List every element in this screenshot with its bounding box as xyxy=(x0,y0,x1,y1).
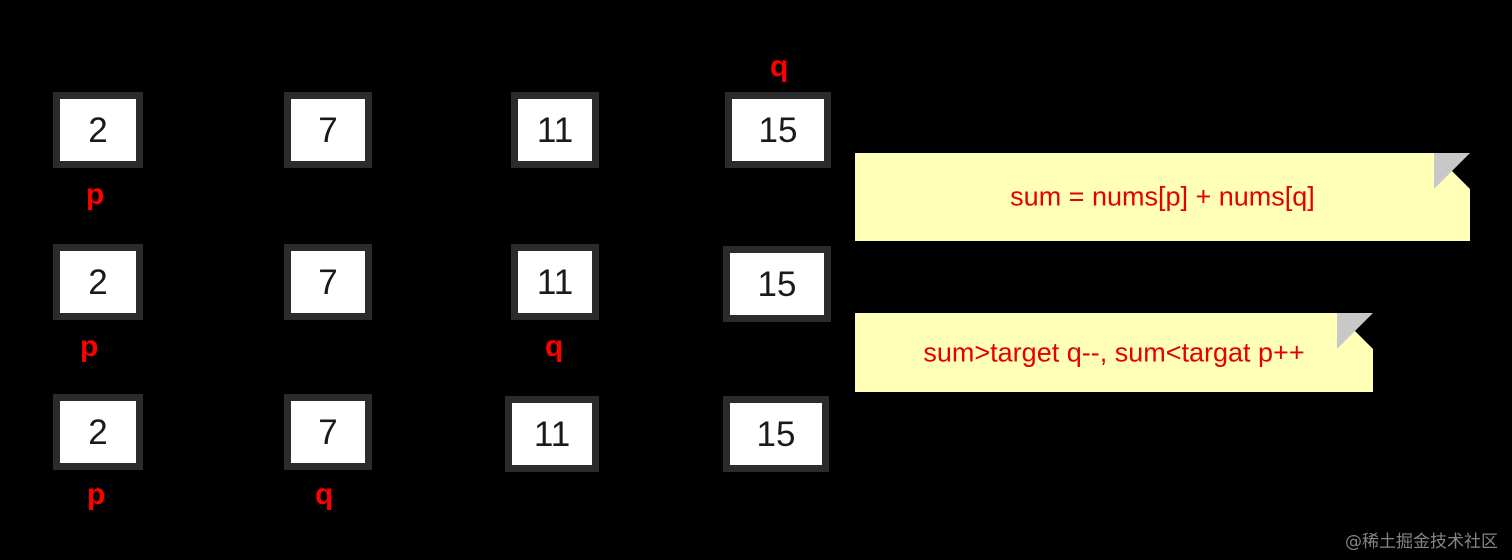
array-cell-value: 2 xyxy=(88,262,108,302)
watermark: @稀土掘金技术社区 xyxy=(1345,532,1498,552)
array-cell-value: 2 xyxy=(88,412,108,452)
array-cell: 11 xyxy=(511,92,599,168)
sticky-note-text: sum = nums[p] + nums[q] xyxy=(1010,181,1315,212)
array-cell: 7 xyxy=(284,394,372,470)
sticky-note-text: sum>target q--, sum<targat p++ xyxy=(923,337,1305,367)
array-cell-value: 7 xyxy=(318,262,338,302)
pointer-marker-p: p xyxy=(86,180,105,210)
sticky-note: sum>target q--, sum<targat p++ xyxy=(855,313,1376,395)
pointer-marker-q: q xyxy=(770,52,789,83)
array-cell: 15 xyxy=(725,92,831,168)
pointer-marker-q: q xyxy=(545,332,564,362)
array-cell: 7 xyxy=(284,92,372,168)
array-cell-value: 7 xyxy=(318,412,338,452)
array-cell: 11 xyxy=(505,396,599,472)
pointer-marker-p: p xyxy=(87,480,106,510)
array-cell-value: 2 xyxy=(88,110,108,150)
pointer-marker-q: q xyxy=(315,480,334,510)
array-cell-value: 7 xyxy=(318,110,338,150)
array-cell: 15 xyxy=(723,396,829,472)
array-cell-value: 11 xyxy=(536,110,574,150)
array-cell-value: 15 xyxy=(756,414,796,454)
array-cell: 2 xyxy=(53,394,143,470)
array-cell-value: 11 xyxy=(536,262,574,302)
pointer-marker-p: p xyxy=(80,332,99,362)
array-cell: 11 xyxy=(511,244,599,320)
folded-corner-icon xyxy=(1434,153,1470,189)
array-cell: 2 xyxy=(53,244,143,320)
array-cell-value: 11 xyxy=(533,414,571,454)
array-cell: 15 xyxy=(723,246,831,322)
folded-corner-icon xyxy=(1337,313,1373,349)
array-cell-value: 15 xyxy=(757,264,797,304)
array-cell: 2 xyxy=(53,92,143,168)
array-cell: 7 xyxy=(284,244,372,320)
sticky-note: sum = nums[p] + nums[q] xyxy=(855,153,1473,244)
array-cell-value: 15 xyxy=(758,110,798,150)
